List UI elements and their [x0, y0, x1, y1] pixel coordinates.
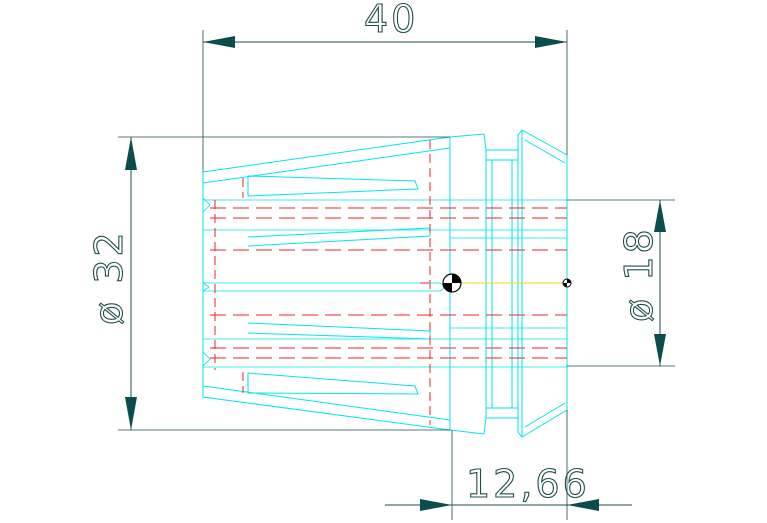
dimension-overall-length: 40 — [202, 0, 568, 172]
dimension-outer-diameter: ø 32 — [86, 136, 450, 431]
centre-mark-large — [442, 273, 462, 293]
hidden-lines — [210, 140, 567, 425]
dimension-bore-diameter: ø 18 — [567, 199, 675, 367]
overall-length-label: 40 — [364, 0, 418, 41]
bore-diameter-label: ø 18 — [617, 226, 661, 322]
outer-diameter-label: ø 32 — [87, 229, 131, 325]
centre-mark-small — [562, 278, 572, 288]
head-length-label: 12,66 — [466, 462, 590, 506]
centre-axis — [442, 273, 572, 293]
dimension-head-length: 12,66 — [385, 410, 632, 520]
